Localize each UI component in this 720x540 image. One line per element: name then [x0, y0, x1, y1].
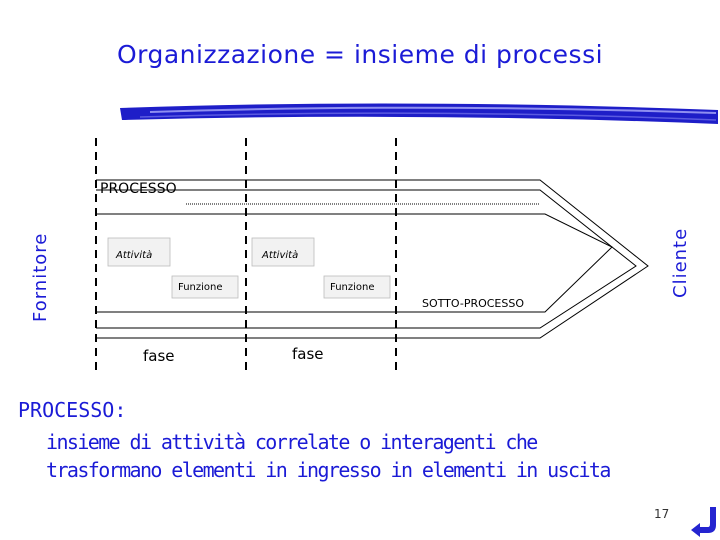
- activity-label-2: Attività: [262, 250, 299, 261]
- activity-box-2: [251, 237, 315, 267]
- function-box-1: [171, 275, 239, 299]
- customer-label: Cliente: [670, 227, 691, 298]
- middle-process-arrow: [96, 189, 637, 329]
- supplier-label: Fornitore: [30, 232, 51, 322]
- page-title: Organizzazione = insieme di processi: [116, 40, 604, 69]
- process-label: PROCESSO: [100, 181, 177, 197]
- function-label-1: Funzione: [178, 282, 223, 293]
- return-arrow-icon[interactable]: [690, 505, 718, 537]
- definition-term: PROCESSO:: [18, 398, 127, 422]
- definition-line-1: insieme di attività correlate o interage…: [46, 430, 538, 454]
- page-number: 17: [654, 507, 670, 521]
- subprocess-arrow: [96, 213, 613, 313]
- subprocess-label: SOTTO-PROCESSO: [422, 297, 525, 310]
- function-label-2: Funzione: [330, 282, 375, 293]
- activity-label-1: Attività: [116, 250, 153, 261]
- phase-label-1: fase: [143, 347, 175, 365]
- activity-box-1: [107, 237, 171, 267]
- function-box-2: [323, 275, 391, 299]
- outer-process-arrow: [96, 179, 649, 339]
- phase-label-2: fase: [292, 345, 324, 363]
- definition-line-2: trasformano elementi in ingresso in elem…: [46, 458, 611, 482]
